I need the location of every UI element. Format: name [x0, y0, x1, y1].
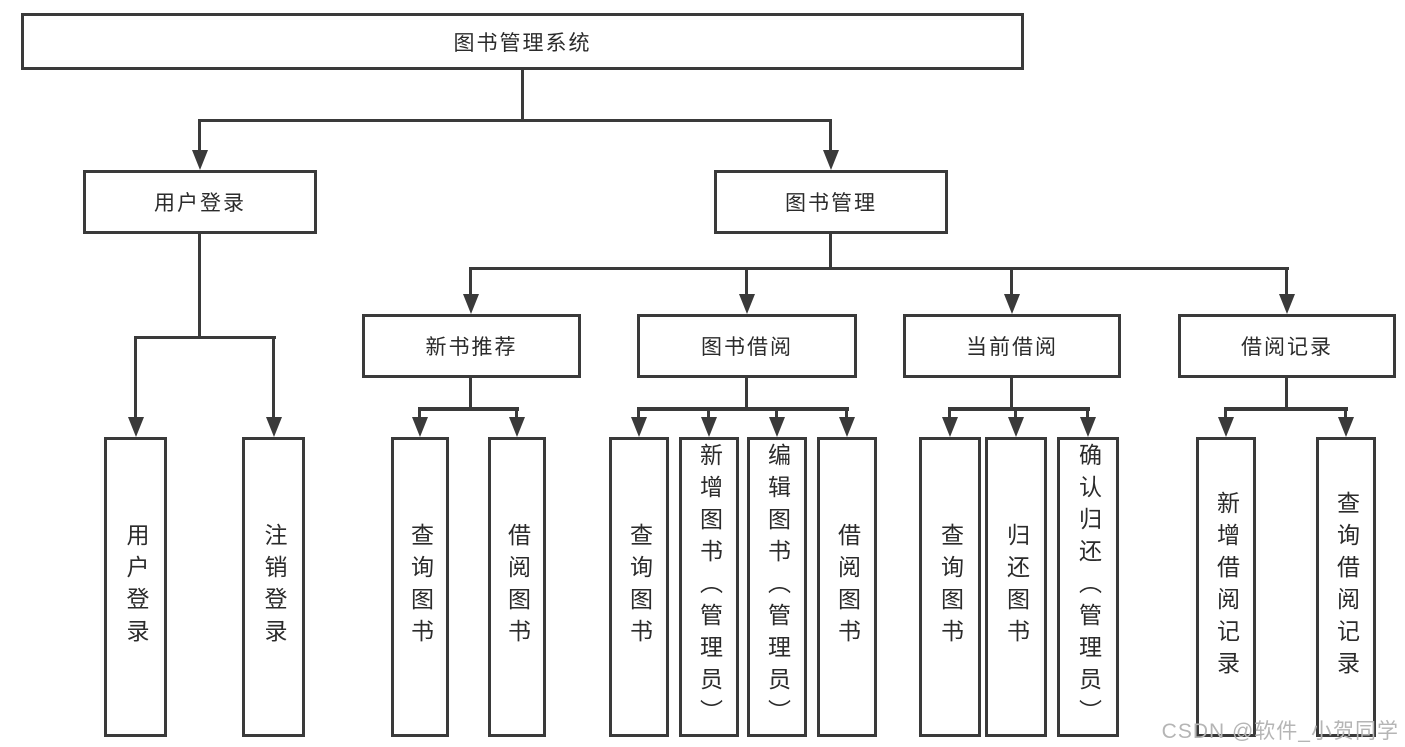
connector-line: [1285, 267, 1288, 295]
connector-line: [707, 407, 710, 419]
node-book-borrowing: 图书借阅: [637, 314, 857, 378]
arrowhead-icon: [769, 417, 785, 437]
csdn-watermark: CSDN @软件_小贺同学: [1161, 720, 1399, 743]
connector-line: [521, 69, 524, 121]
connector-line: [198, 119, 201, 152]
connector-line: [1010, 267, 1013, 295]
leaf-label: 查询借阅记录: [1333, 491, 1360, 683]
connector-line: [1344, 407, 1347, 419]
node-label: 借阅记录: [1241, 336, 1333, 359]
leaf-label: 编辑图书（管理员）: [764, 443, 791, 731]
node-label: 当前借阅: [966, 336, 1058, 359]
arrowhead-icon: [463, 294, 479, 314]
leaf-return-books: 归还图书: [985, 437, 1047, 737]
arrowhead-icon: [1080, 417, 1096, 437]
leaf-label: 归还图书: [1003, 523, 1030, 651]
leaf-add-borrow-record: 新增借阅记录: [1196, 437, 1256, 737]
arrowhead-icon: [1338, 417, 1354, 437]
node-library-management-system: 图书管理系统: [21, 13, 1024, 70]
connector-line: [469, 378, 472, 409]
leaf-borrow-books-borrow: 借阅图书: [817, 437, 877, 737]
leaf-label: 新增图书（管理员）: [696, 443, 723, 731]
leaf-edit-book-admin: 编辑图书（管理员）: [747, 437, 807, 737]
connector-line: [948, 407, 951, 419]
leaf-query-books-current: 查询图书: [919, 437, 981, 737]
connector-line: [775, 407, 778, 419]
leaf-borrow-books-newbook: 借阅图书: [488, 437, 546, 737]
connector-line: [515, 407, 518, 419]
connector-line: [745, 378, 748, 409]
node-label: 图书借阅: [701, 336, 793, 359]
arrowhead-icon: [266, 417, 282, 437]
connector-line: [829, 119, 832, 152]
leaf-label: 用户登录: [123, 523, 149, 651]
leaf-label: 借阅图书: [834, 523, 861, 651]
connector-line: [637, 407, 640, 419]
connector-line: [1224, 407, 1227, 419]
arrowhead-icon: [192, 150, 208, 170]
connector-line: [745, 267, 748, 295]
leaf-logout: 注销登录: [242, 437, 305, 737]
arrowhead-icon: [839, 417, 855, 437]
arrowhead-icon: [739, 294, 755, 314]
connector-line: [469, 267, 472, 295]
leaf-label: 借阅图书: [504, 523, 531, 651]
node-new-book-recommendation: 新书推荐: [362, 314, 581, 378]
node-label: 用户登录: [154, 192, 246, 215]
arrowhead-icon: [412, 417, 428, 437]
leaf-label: 确认归还（管理员）: [1075, 443, 1102, 731]
connector-line: [1014, 407, 1017, 419]
node-book-management: 图书管理: [714, 170, 948, 234]
leaf-query-books-newbook: 查询图书: [391, 437, 449, 737]
leaf-label: 查询图书: [937, 523, 964, 651]
arrowhead-icon: [1279, 294, 1295, 314]
connector-line: [1224, 407, 1348, 411]
leaf-user-login: 用户登录: [104, 437, 167, 737]
arrowhead-icon: [631, 417, 647, 437]
connector-line: [469, 267, 1289, 270]
node-borrowing-records: 借阅记录: [1178, 314, 1396, 378]
leaf-label: 注销登录: [261, 523, 287, 651]
connector-line: [198, 234, 201, 338]
connector-line: [198, 119, 832, 122]
connector-line: [418, 407, 519, 411]
arrowhead-icon: [1004, 294, 1020, 314]
arrowhead-icon: [942, 417, 958, 437]
leaf-query-borrow-record: 查询借阅记录: [1316, 437, 1376, 737]
node-label: 图书管理: [785, 192, 877, 215]
arrowhead-icon: [128, 417, 144, 437]
arrowhead-icon: [1008, 417, 1024, 437]
node-label: 图书管理系统: [453, 31, 592, 55]
connector-line: [134, 336, 137, 418]
connector-line: [1285, 378, 1288, 409]
connector-line: [1086, 407, 1089, 419]
node-current-borrowing: 当前借阅: [903, 314, 1121, 378]
leaf-label: 查询图书: [407, 523, 434, 651]
connector-line: [272, 336, 275, 418]
connector-line: [829, 234, 832, 269]
node-label: 新书推荐: [425, 336, 518, 359]
connector-line: [1010, 378, 1013, 409]
arrowhead-icon: [701, 417, 717, 437]
arrowhead-icon: [1218, 417, 1234, 437]
leaf-add-book-admin: 新增图书（管理员）: [679, 437, 739, 737]
connector-line: [948, 407, 1090, 411]
connector-line: [637, 407, 849, 411]
connector-line: [845, 407, 848, 419]
leaf-label: 查询图书: [626, 523, 653, 651]
connector-line: [418, 407, 421, 419]
arrowhead-icon: [509, 417, 525, 437]
node-user-login: 用户登录: [83, 170, 317, 234]
connector-line: [134, 336, 276, 339]
leaf-label: 新增借阅记录: [1213, 491, 1240, 683]
leaf-confirm-return-admin: 确认归还（管理员）: [1057, 437, 1119, 737]
leaf-query-books-borrow: 查询图书: [609, 437, 669, 737]
arrowhead-icon: [823, 150, 839, 170]
